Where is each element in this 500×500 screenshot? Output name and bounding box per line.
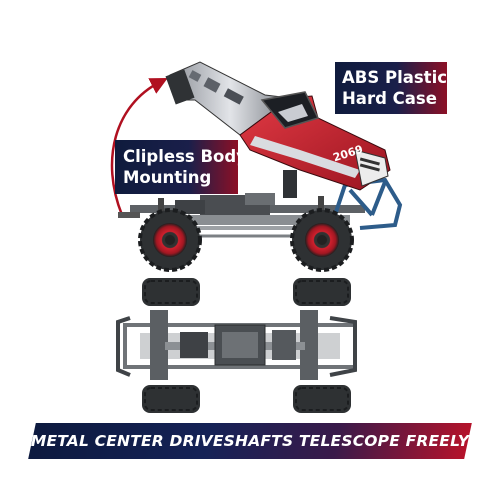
top-tire-front-left [293,278,351,306]
lift-arrow [110,78,168,216]
side-front-wheel [290,208,354,272]
top-tire-rear-right [142,385,200,413]
top-tire-front-right [293,385,351,413]
abs-callout-line2: Hard Case [342,89,437,108]
clip-callout-line2: Mounting [123,168,212,187]
abs-callout-line1: ABS Plastic [342,68,448,87]
clipless-mount-callout: Clipless Body Mounting [115,140,247,194]
body-shell [165,61,391,191]
feature-banner-text: METAL CENTER DRIVESHAFTS TELESCOPE FREEL… [30,432,470,450]
side-chassis [118,170,365,238]
top-tire-rear-left [142,278,200,306]
clip-callout-line1: Clipless Body [123,147,247,166]
front-cage [333,177,403,230]
side-rear-wheel [138,208,202,272]
abs-plastic-callout: ABS Plastic Hard Case [335,62,447,114]
top-chassis [116,310,357,380]
